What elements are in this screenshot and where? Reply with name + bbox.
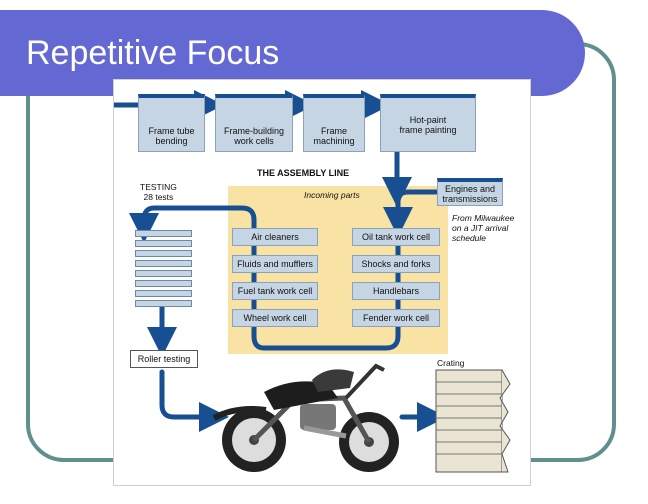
test-station: [135, 260, 192, 267]
arrow-left-to-testing: [129, 205, 257, 243]
handlebars-label: Handlebars: [372, 286, 420, 296]
test-station: [135, 290, 192, 297]
testing-label: TESTING 28 tests: [140, 182, 177, 202]
flow-arrows: [114, 90, 511, 473]
frame-tube-bending-box: Frame tube bending: [138, 94, 205, 152]
oil-tank-label: Oil tank work cell: [361, 232, 431, 242]
wheel-cell-box: Wheel work cell: [232, 309, 318, 327]
slide-title: Repetitive Focus: [26, 34, 280, 72]
arrow-roller-to-bike: [159, 369, 229, 432]
incoming-parts-label: Incoming parts: [304, 190, 360, 200]
engines-box: Engines and transmissions: [437, 178, 503, 206]
test-station: [135, 280, 192, 287]
fuel-tank-box: Fuel tank work cell: [232, 282, 318, 300]
arrow-bottom-loop: [251, 227, 401, 351]
frame-machining-label: Frame machining: [313, 126, 355, 146]
arrow-engines-in: [383, 189, 439, 237]
engines-label: Engines and transmissions: [442, 183, 498, 204]
hot-paint-label: Hot-paint frame painting: [399, 114, 457, 135]
roller-testing-box: Roller testing: [130, 350, 198, 368]
wheel-cell-label: Wheel work cell: [243, 313, 307, 323]
crating-label: Crating: [437, 358, 465, 368]
frame-machining-box: Frame machining: [303, 94, 365, 152]
crating-illustration: [435, 369, 511, 473]
fluids-mufflers-label: Fluids and mufflers: [237, 259, 313, 269]
motorcycle-illustration: [212, 363, 399, 472]
fender-box: Fender work cell: [352, 309, 440, 327]
fender-label: Fender work cell: [362, 313, 430, 323]
test-station: [135, 250, 192, 257]
frame-tube-bending-label: Frame tube bending: [148, 126, 195, 146]
test-station: [135, 240, 192, 247]
fuel-tank-label: Fuel tank work cell: [237, 286, 313, 296]
air-cleaners-box: Air cleaners: [232, 228, 318, 246]
hot-paint-box: Hot-paint frame painting: [380, 94, 476, 152]
roller-testing-label: Roller testing: [137, 354, 191, 364]
air-cleaners-label: Air cleaners: [251, 232, 299, 242]
frame-building-label: Frame-building work cells: [223, 126, 285, 146]
oil-tank-box: Oil tank work cell: [352, 228, 440, 246]
test-station: [135, 230, 192, 237]
test-station: [135, 300, 192, 307]
from-milwaukee-label: From Milwaukee on a JIT arrival schedule: [452, 213, 515, 243]
assembly-line-diagram: Frame tube bending Frame-building work c…: [113, 79, 531, 486]
handlebars-box: Handlebars: [352, 282, 440, 300]
fluids-mufflers-box: Fluids and mufflers: [232, 255, 318, 273]
shocks-forks-box: Shocks and forks: [352, 255, 440, 273]
test-station: [135, 270, 192, 277]
assembly-line-heading: THE ASSEMBLY LINE: [257, 168, 350, 178]
frame-building-box: Frame-building work cells: [215, 94, 293, 152]
shocks-forks-label: Shocks and forks: [361, 259, 431, 269]
